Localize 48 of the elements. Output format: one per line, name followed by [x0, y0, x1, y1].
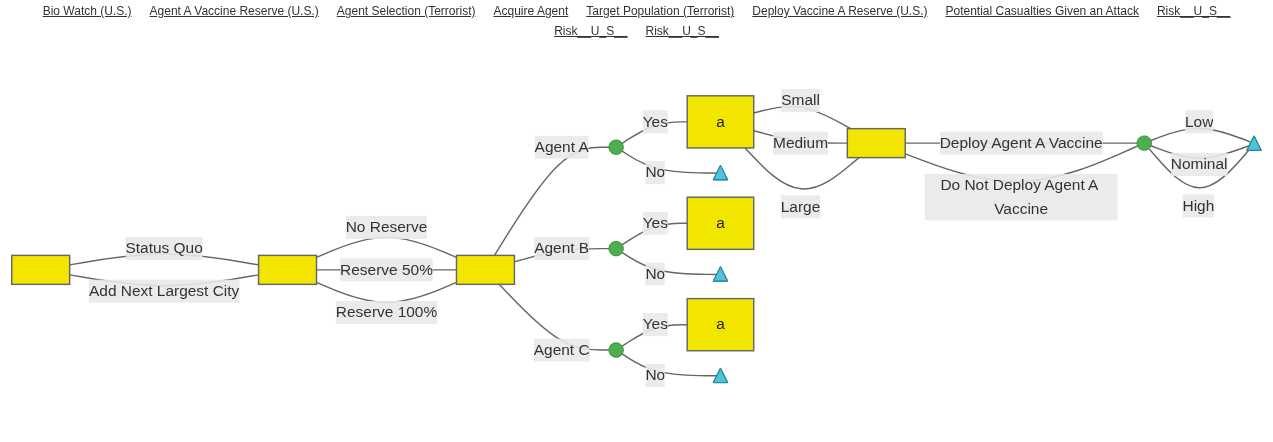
edge-label: Add Next Largest City — [88, 282, 240, 299]
connector — [621, 150, 719, 174]
column-heading: Target Population (Terrorist) — [586, 4, 735, 18]
node-circle — [608, 240, 624, 257]
edge-label: Yes — [642, 315, 668, 333]
node-box — [11, 254, 71, 286]
node-circle — [1136, 135, 1152, 151]
edge-label: Yes — [642, 113, 668, 130]
column-heading: Deploy Vaccine A Reserve (U.S.) — [752, 4, 928, 18]
edge-label: Small — [781, 91, 820, 109]
edge-label: No — [645, 163, 666, 181]
column-heading: Bio Watch (U.S.) — [42, 4, 132, 18]
edge-label: Large — [780, 198, 821, 215]
edge-label: Agent C — [533, 341, 590, 358]
connector — [1148, 147, 1249, 189]
edge-label: Yes — [642, 214, 668, 231]
edge-label: No Reserve — [345, 218, 428, 236]
edge-label: Agent A — [534, 138, 589, 155]
column-heading: Risk__U_S__ — [645, 24, 719, 38]
node-box — [455, 254, 516, 286]
edge-label: No — [645, 265, 666, 282]
edge-label: Low — [1184, 113, 1214, 130]
edge-label: Medium — [773, 134, 828, 151]
node-box: a — [686, 196, 755, 251]
connector — [621, 353, 719, 377]
column-heading: Potential Casualties Given an Attack — [945, 4, 1139, 18]
node-circle — [608, 342, 624, 358]
column-heading: Agent Selection (Terrorist) — [336, 4, 476, 18]
edge-label: High — [1182, 197, 1215, 214]
connector — [744, 147, 860, 190]
node-box: a — [686, 95, 755, 149]
edge-label: Reserve 100% — [335, 303, 438, 321]
column-heading: Risk__U_S__ — [1156, 4, 1231, 18]
column-heading: Agent A Vaccine Reserve (U.S.) — [149, 4, 319, 18]
edge-label: Reserve 50% — [340, 261, 433, 278]
column-heading: Acquire Agent — [493, 4, 569, 18]
edge-label: Deploy Agent A Vaccine — [939, 134, 1103, 151]
edge-label: Nominal — [1170, 155, 1228, 173]
edge-label: Do Not Deploy Agent A Vaccine — [940, 176, 1098, 217]
edge-label: Status Quo — [125, 239, 203, 257]
column-heading: Risk__U_S__ — [554, 24, 628, 38]
connector — [621, 251, 719, 276]
node-box: a — [686, 297, 755, 352]
edge-label: Agent B — [534, 239, 590, 257]
node-box — [846, 127, 906, 159]
node-circle — [608, 139, 624, 155]
node-box — [257, 254, 318, 286]
edge-label: No — [645, 366, 666, 384]
